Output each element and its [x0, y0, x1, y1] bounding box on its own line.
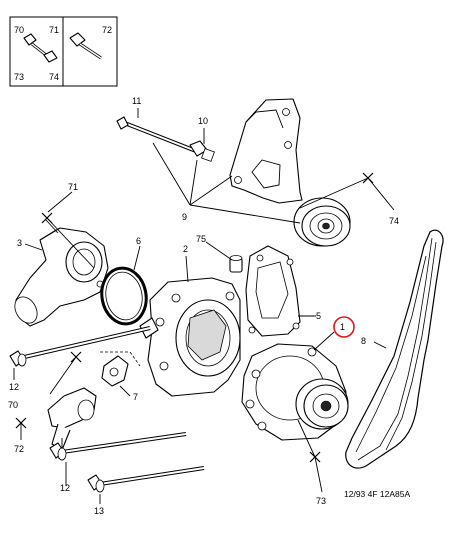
cross-marker-72: [15, 417, 27, 440]
callout-12-upper: 12: [9, 382, 19, 392]
callout-75: 75: [196, 234, 206, 244]
legend-flange-bolt-icon: [69, 32, 102, 60]
callout-73: 73: [316, 496, 326, 506]
legend-label-bottom-right: 74: [49, 72, 59, 82]
thermostat-housing-part: [14, 191, 109, 327]
legend-label-top-right: 71: [49, 25, 59, 35]
water-pump-part: [241, 331, 349, 441]
legend-bolt-with-washer-icon: [23, 33, 58, 63]
callout-11: 11: [132, 96, 141, 106]
callout-9: 9: [182, 212, 187, 222]
highlight-circle-callout-1: [333, 316, 355, 338]
clip-part: [100, 351, 141, 397]
callout-6: 6: [136, 236, 141, 246]
long-bolt-13: [87, 466, 205, 504]
callout-7: 7: [133, 392, 138, 402]
long-bolt-12-lower: [49, 432, 187, 486]
cross-marker-71: [49, 351, 82, 395]
legend-label-top-left: 70: [14, 25, 24, 35]
cross-marker-73: [297, 419, 323, 493]
callout-3: 3: [17, 238, 22, 248]
legend-label-bottom-left: 73: [14, 72, 24, 82]
callout-13: 13: [94, 506, 104, 516]
legend-label-72: 72: [102, 25, 112, 35]
idler-bracket-assembly: [116, 98, 395, 247]
reference-code: 12/93 4F 12A85A: [344, 489, 410, 499]
long-bolt-12-upper: [9, 326, 151, 367]
callout-12-lower: 12: [60, 483, 70, 493]
callout-8: 8: [361, 336, 366, 346]
pump-housing-part: [139, 255, 241, 397]
o-ring-seal-part: [100, 245, 148, 326]
outlet-pipe-part: [47, 387, 97, 451]
callout-5: 5: [316, 311, 321, 321]
callout-71: 71: [68, 182, 78, 192]
callout-70: 70: [8, 400, 18, 410]
callout-72: 72: [14, 444, 24, 454]
callout-74: 74: [389, 216, 399, 226]
callout-2: 2: [183, 244, 188, 254]
plug-part: [205, 241, 243, 273]
drive-belt-part: [345, 229, 444, 469]
gasket-part: [245, 245, 316, 337]
callout-10: 10: [198, 116, 208, 126]
fastener-legend-box: 70 71 73 74 72: [9, 16, 118, 87]
callout-1: 1: [340, 322, 345, 332]
